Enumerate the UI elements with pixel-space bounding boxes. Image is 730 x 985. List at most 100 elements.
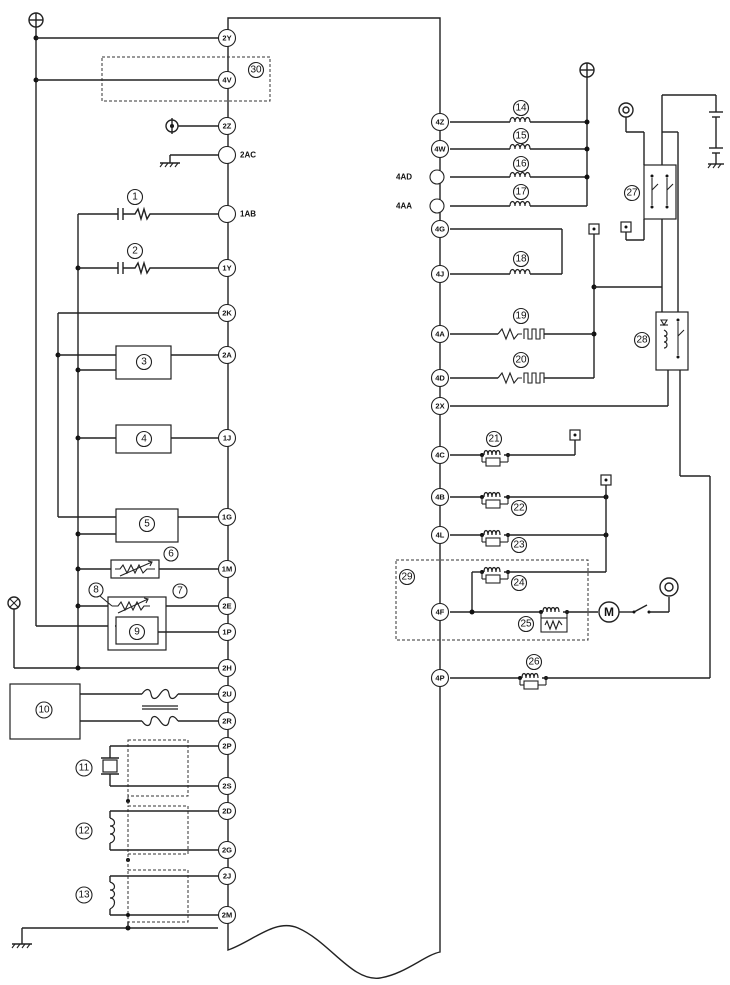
svg-text:2R: 2R xyxy=(222,717,232,726)
component-30-box xyxy=(101,56,271,102)
svg-text:4AA: 4AA xyxy=(396,202,412,211)
svg-text:2U: 2U xyxy=(222,690,232,699)
callout-24: 24 xyxy=(510,574,528,592)
svg-text:8: 8 xyxy=(93,585,99,596)
component-callouts: 1 2 3 4 5 6 7 8 9 10 11 12 13 14 15 16 1… xyxy=(35,61,651,904)
svg-text:17: 17 xyxy=(515,187,527,198)
callout-23: 23 xyxy=(510,536,528,554)
pin-4F: 4F xyxy=(430,602,450,622)
callout-9: 9 xyxy=(128,623,146,641)
svg-text:4B: 4B xyxy=(435,493,445,502)
callout-26: 26 xyxy=(525,653,543,671)
pin-2H: 2H xyxy=(217,658,237,678)
svg-text:4C: 4C xyxy=(435,451,445,460)
svg-text:27: 27 xyxy=(626,188,638,199)
callout-8: 8 xyxy=(88,582,113,607)
svg-text:4J: 4J xyxy=(436,270,444,279)
svg-text:4L: 4L xyxy=(436,531,445,540)
svg-text:15: 15 xyxy=(515,131,527,142)
pin-1AB: 1AB xyxy=(217,204,256,224)
svg-text:16: 16 xyxy=(515,159,527,170)
pin-4V: 4V xyxy=(217,70,237,90)
svg-text:2E: 2E xyxy=(222,602,231,611)
svg-text:14: 14 xyxy=(515,103,527,114)
svg-text:13: 13 xyxy=(78,890,90,901)
callout-21: 21 xyxy=(485,430,503,448)
component-27-box xyxy=(643,164,677,220)
svg-text:4Z: 4Z xyxy=(436,118,445,127)
callout-13: 13 xyxy=(75,886,93,904)
callout-30: 30 xyxy=(247,61,265,79)
callout-10: 10 xyxy=(35,701,53,719)
svg-text:21: 21 xyxy=(488,434,500,445)
svg-text:2Z: 2Z xyxy=(223,122,232,131)
pin-4B: 4B xyxy=(430,487,450,507)
component-3-box xyxy=(115,345,172,380)
svg-text:6: 6 xyxy=(168,549,174,560)
svg-text:24: 24 xyxy=(513,578,525,589)
pin-1J: 1J xyxy=(217,428,237,448)
pin-4C: 4C xyxy=(430,445,450,465)
callout-28: 28 xyxy=(633,331,651,349)
svg-text:2H: 2H xyxy=(222,664,232,673)
callout-15: 15 xyxy=(512,127,530,145)
svg-text:2D: 2D xyxy=(222,807,232,816)
component-28-box xyxy=(655,311,689,371)
callout-7: 7 xyxy=(172,583,188,599)
pin-4D: 4D xyxy=(430,368,450,388)
pin-4W: 4W xyxy=(430,139,450,159)
svg-text:4P: 4P xyxy=(435,674,444,683)
pin-1Y: 1Y xyxy=(217,258,237,278)
svg-text:19: 19 xyxy=(515,311,527,322)
svg-text:23: 23 xyxy=(513,540,525,551)
pin-2AC: 2AC xyxy=(217,145,256,165)
svg-text:2K: 2K xyxy=(222,309,232,318)
svg-text:4AD: 4AD xyxy=(396,173,412,182)
svg-text:10: 10 xyxy=(38,705,50,716)
svg-text:4A: 4A xyxy=(435,330,445,339)
callout-25: 25 xyxy=(517,615,535,633)
svg-text:3: 3 xyxy=(141,357,147,368)
callout-19: 19 xyxy=(512,307,530,325)
callout-20: 20 xyxy=(512,351,530,369)
pin-2Y: 2Y xyxy=(217,28,237,48)
pin-4A: 4A xyxy=(430,324,450,344)
svg-text:29: 29 xyxy=(401,572,413,583)
pcm-pins-left: 2Y 4V 2Z 2AC 1AB 1Y 2K 2A 1J 1G 1M 2E 1P… xyxy=(217,28,256,925)
callout-2: 2 xyxy=(126,242,144,260)
svg-text:2: 2 xyxy=(132,246,138,257)
pin-1M: 1M xyxy=(217,559,237,579)
svg-text:1: 1 xyxy=(132,192,138,203)
svg-text:9: 9 xyxy=(134,627,140,638)
svg-text:4V: 4V xyxy=(222,76,231,85)
svg-text:22: 22 xyxy=(513,503,525,514)
svg-text:2A: 2A xyxy=(222,351,232,360)
callout-16: 16 xyxy=(512,155,530,173)
svg-text:1P: 1P xyxy=(222,628,231,637)
svg-text:2P: 2P xyxy=(222,742,231,751)
callout-1: 1 xyxy=(126,188,144,206)
pin-2U: 2U xyxy=(217,684,237,704)
svg-text:2M: 2M xyxy=(222,911,232,920)
component-11-box xyxy=(127,739,189,797)
callout-4: 4 xyxy=(135,430,153,448)
left-wiring xyxy=(7,12,271,949)
pin-4P: 4P xyxy=(430,668,450,688)
callout-11: 11 xyxy=(75,759,93,777)
svg-text:2Y: 2Y xyxy=(222,34,231,43)
svg-text:2J: 2J xyxy=(223,872,231,881)
pin-4AD: 4AD xyxy=(396,173,412,182)
svg-text:2S: 2S xyxy=(222,782,231,791)
svg-text:4W: 4W xyxy=(434,145,446,154)
svg-text:11: 11 xyxy=(79,763,90,774)
pcm-module-outline xyxy=(227,17,441,979)
svg-text:18: 18 xyxy=(515,254,527,265)
svg-text:1Y: 1Y xyxy=(222,264,231,273)
svg-text:30: 30 xyxy=(250,65,262,76)
callout-6: 6 xyxy=(163,546,179,562)
pin-2S: 2S xyxy=(217,776,237,796)
svg-text:5: 5 xyxy=(144,519,150,530)
pin-2Z: 2Z xyxy=(217,116,237,136)
motor-label: M xyxy=(604,605,614,619)
